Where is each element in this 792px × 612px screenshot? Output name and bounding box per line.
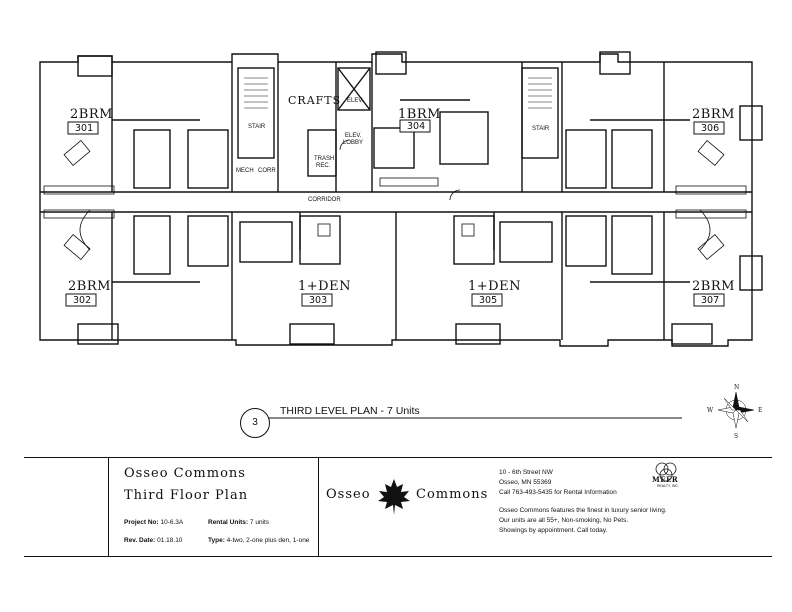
unit-number-box-304 [399, 119, 431, 133]
stair-right-label: STAIR [532, 126, 550, 132]
maple-leaf-logo-icon [378, 479, 410, 515]
unit-number-box-305 [471, 293, 503, 307]
title-block-top-rule [24, 457, 772, 458]
unit-number-box-306 [693, 121, 725, 135]
revision-date-row: Rev. Date: 01.18.10 [124, 537, 182, 544]
unit-number-box-301 [67, 121, 99, 135]
unit-type-label: Type: [208, 537, 225, 544]
unit-number-302: 302 [73, 295, 91, 306]
plan-title: THIRD LEVEL PLAN - 7 Units [280, 405, 420, 417]
unit-number-box-302 [65, 293, 97, 307]
realty-logo-text: MEER [652, 475, 679, 484]
balcony [739, 105, 763, 141]
logo-text-left: Osseo [326, 487, 371, 502]
unit-number-306: 306 [701, 123, 719, 134]
rental-units-row: Rental Units: 7 units [208, 519, 269, 526]
title-block-bottom-rule [24, 556, 772, 557]
unit-number-box-307 [693, 293, 725, 307]
unit-type-306: 2BRM [692, 107, 735, 122]
revision-date-label: Rev. Date: [124, 537, 156, 544]
address-line-2: Osseo, MN 55369 [499, 479, 552, 486]
description-line-1: Osseo Commons features the finest in lux… [499, 507, 667, 514]
sheet-name: Third Floor Plan [124, 488, 249, 503]
unit-type-row: Type: 4-two, 2-one plus den, 1-one [208, 537, 309, 544]
mech-label: MECH [236, 168, 254, 174]
title-block-divider [318, 457, 319, 557]
unit-type-307: 2BRM [692, 279, 735, 294]
plan-number-circle: 3 [240, 408, 270, 438]
description-line-2: Our units are all 55+, Non-smoking, No P… [499, 517, 629, 524]
balcony [599, 51, 631, 75]
compass-south-label: S [734, 433, 738, 440]
balcony [77, 55, 113, 77]
compass-north-label: N [734, 384, 739, 391]
balcony [739, 255, 763, 291]
compass-west-label: W [707, 407, 714, 414]
realty-logo-subtext: REALTY, INC. [657, 484, 679, 488]
compass-rose-icon [717, 391, 755, 429]
crafts-room-label: CRAFTS [288, 94, 341, 107]
elevator-label: ELEV. [347, 98, 364, 104]
stair-left-label: STAIR [248, 124, 266, 130]
phone-line: Call 763-493-5435 for Rental Information [499, 489, 617, 496]
unit-type-302: 2BRM [68, 279, 111, 294]
unit-type-mix: 4-two, 2-one plus den, 1-one [226, 537, 310, 544]
project-number-row: Project No: 10-6.3A [124, 519, 183, 526]
unit-type-305: 1+DEN [468, 279, 521, 294]
revision-date: 01.18.10 [157, 537, 183, 544]
unit-number-307: 307 [701, 295, 719, 306]
project-title: Osseo Commons Third Floor Plan [124, 463, 248, 507]
shamrock-logo-icon [655, 462, 677, 482]
trash-label-1: TRASH [314, 156, 334, 162]
unit-number-box-303 [301, 293, 333, 307]
unit-type-301: 2BRM [70, 107, 113, 122]
unit-number-303: 303 [309, 295, 327, 306]
address-line-1: 10 - 6th Street NW [499, 469, 553, 476]
rental-units: 7 units [249, 519, 270, 526]
balcony [289, 323, 335, 345]
unit-number-305: 305 [479, 295, 497, 306]
corr-label: CORR [258, 168, 276, 174]
project-number: 10-6.3A [160, 519, 184, 526]
title-block: Osseo Commons Third Floor Plan Project N… [24, 457, 772, 557]
rental-units-label: Rental Units: [208, 519, 249, 526]
logo-text-right: Commons [416, 487, 489, 502]
unit-number-301: 301 [75, 123, 93, 134]
project-name: Osseo Commons [124, 466, 246, 481]
building-outline [39, 53, 753, 347]
balcony [375, 51, 407, 75]
trash-label-2: REC. [316, 163, 331, 169]
elevator-lobby-label-1: ELEV. [345, 133, 362, 139]
compass-east-label: E [758, 407, 762, 414]
balcony [455, 323, 501, 345]
unit-number-304: 304 [407, 121, 425, 132]
title-block-divider [108, 457, 109, 557]
unit-type-304: 1BRM [398, 107, 441, 122]
corridor-label: CORRIDOR [308, 197, 341, 203]
unit-type-303: 1+DEN [298, 279, 351, 294]
project-number-label: Project No: [124, 519, 159, 526]
description-line-3: Showings by appointment. Call today. [499, 527, 608, 534]
balcony [77, 323, 119, 345]
elevator-lobby-label-2: LOBBY [343, 140, 363, 146]
balcony [671, 323, 713, 345]
